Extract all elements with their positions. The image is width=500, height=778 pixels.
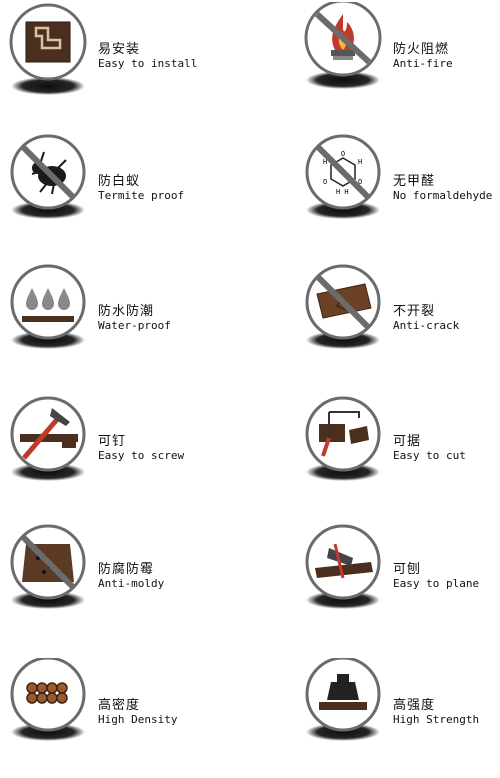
svg-text:O: O <box>358 178 362 186</box>
feature-title-en: High Density <box>98 713 178 726</box>
feature-title-en: Anti-moldy <box>98 577 165 590</box>
feature-title-zh: 防火阻燃 <box>393 42 450 57</box>
no-crack-icon <box>303 264 383 369</box>
feature-easy-install: 易安装 Easy to install <box>0 2 250 122</box>
feature-water-proof: 防水防潮 Water-proof <box>0 264 250 384</box>
no-formaldehyde-icon: O H H O O H H <box>303 134 383 239</box>
feature-termite-proof: 防白蚁 Termite proof <box>0 134 250 254</box>
feature-no-formaldehyde: O H H O O H H 无甲醛 No formaldehyde <box>295 134 500 254</box>
feature-anti-crack: 不开裂 Anti-crack <box>295 264 500 384</box>
feature-title-en: Easy to install <box>98 57 198 70</box>
feature-title-en: Easy to screw <box>98 449 185 462</box>
wood-joint-icon <box>8 2 88 107</box>
svg-text:H: H <box>358 158 362 166</box>
feature-title-zh: 可钉 <box>98 434 127 449</box>
svg-text:O: O <box>341 150 345 158</box>
feature-high-density: 高密度 High Density <box>0 658 250 778</box>
feature-title-zh: 无甲醛 <box>393 174 436 189</box>
feature-title-zh: 防水防潮 <box>98 304 155 319</box>
feature-easy-cut: 可据 Easy to cut <box>295 394 500 514</box>
feature-title-en: Anti-crack <box>393 319 460 332</box>
feature-title-zh: 不开裂 <box>393 304 436 319</box>
feature-title-zh: 易安装 <box>98 42 141 57</box>
feature-title-zh: 可刨 <box>393 562 422 577</box>
feature-title-en: Easy to plane <box>393 577 480 590</box>
water-drops-icon <box>8 264 88 369</box>
svg-text:H: H <box>323 158 327 166</box>
feature-title-zh: 高密度 <box>98 698 141 713</box>
no-termite-icon <box>8 134 88 239</box>
feature-title-en: Water-proof <box>98 319 171 332</box>
feature-title-zh: 防腐防霉 <box>98 562 155 577</box>
feature-anti-moldy: 防腐防霉 Anti-moldy <box>0 522 250 642</box>
feature-title-en: No formaldehyde <box>393 189 493 202</box>
no-mold-icon <box>8 522 88 627</box>
feature-title-zh: 高强度 <box>393 698 436 713</box>
hammer-icon <box>8 394 88 499</box>
no-fire-icon <box>303 2 383 107</box>
plane-icon <box>303 522 383 627</box>
saw-icon <box>303 394 383 499</box>
feature-title-zh: 防白蚁 <box>98 174 141 189</box>
feature-easy-screw: 可钉 Easy to screw <box>0 394 250 514</box>
feature-title-en: High Strength <box>393 713 480 726</box>
feature-easy-plane: 可刨 Easy to plane <box>295 522 500 642</box>
feature-high-strength: 高强度 High Strength <box>295 658 500 778</box>
feature-title-zh: 可据 <box>393 434 422 449</box>
feature-anti-fire: 防火阻燃 Anti-fire <box>295 2 500 122</box>
logs-icon <box>8 658 88 763</box>
weight-icon <box>303 658 383 763</box>
feature-title-en: Anti-fire <box>393 57 453 70</box>
svg-text:O: O <box>323 178 327 186</box>
svg-text:H H: H H <box>336 188 349 196</box>
feature-title-en: Easy to cut <box>393 449 466 462</box>
feature-title-en: Termite proof <box>98 189 185 202</box>
